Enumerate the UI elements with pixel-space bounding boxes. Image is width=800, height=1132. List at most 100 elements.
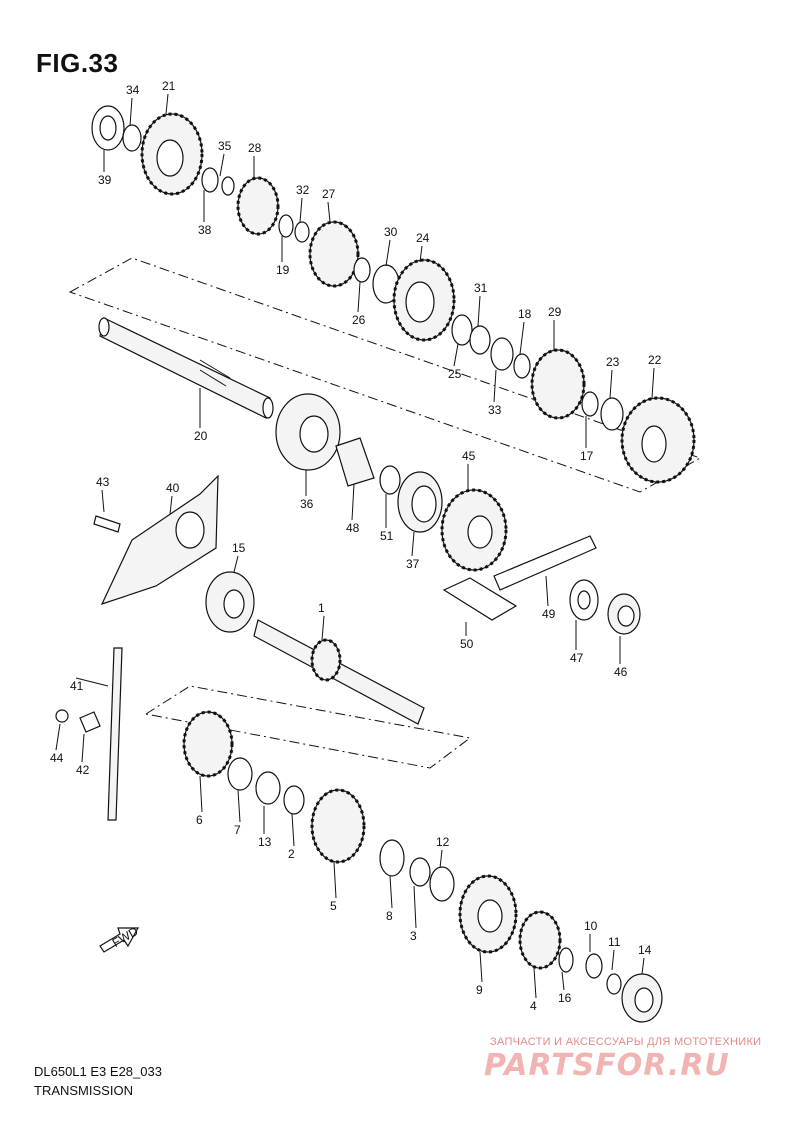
figure-caption: TRANSMISSION bbox=[34, 1083, 133, 1098]
callout-leader-26 bbox=[357, 281, 361, 313]
callout-leader-27 bbox=[327, 201, 331, 223]
callout-26: 26 bbox=[352, 313, 366, 327]
callout-leader-31 bbox=[477, 295, 481, 327]
callout-29: 29 bbox=[548, 305, 562, 319]
countershaft-boundary bbox=[68, 257, 702, 493]
callout-leader-4 bbox=[533, 967, 537, 999]
callout-15: 15 bbox=[232, 541, 246, 555]
callout-36: 36 bbox=[300, 497, 314, 511]
callout-43: 43 bbox=[96, 475, 110, 489]
countershaft-gears bbox=[91, 105, 696, 484]
callout-20: 20 bbox=[194, 429, 208, 443]
driveshaft-gears bbox=[182, 710, 663, 1023]
output-bearing-group bbox=[275, 393, 443, 533]
callout-19: 19 bbox=[276, 263, 290, 277]
callout-38: 38 bbox=[198, 223, 212, 237]
callout-3: 3 bbox=[410, 929, 417, 943]
callout-leader-1 bbox=[321, 615, 325, 641]
callout-49: 49 bbox=[542, 607, 556, 621]
countershaft-20 bbox=[98, 317, 274, 419]
callout-17: 17 bbox=[580, 449, 594, 463]
callout-leader-35 bbox=[219, 153, 225, 177]
callout-2: 2 bbox=[288, 847, 295, 861]
callout-leader-18 bbox=[519, 321, 525, 355]
callout-1: 1 bbox=[318, 601, 325, 615]
callout-leader-11 bbox=[611, 949, 615, 971]
callout-leader-40 bbox=[169, 495, 173, 515]
callout-35: 35 bbox=[218, 139, 232, 153]
callout-11: 11 bbox=[608, 935, 621, 949]
callout-leader-48 bbox=[351, 483, 355, 521]
callout-leader-43 bbox=[101, 489, 105, 513]
callout-leader-3 bbox=[413, 885, 417, 929]
figure-code: DL650L1 E3 E28_033 bbox=[34, 1064, 162, 1079]
callout-leader-12 bbox=[439, 849, 443, 869]
callout-42: 42 bbox=[76, 763, 90, 777]
callout-24: 24 bbox=[416, 231, 430, 245]
callout-34: 34 bbox=[126, 83, 140, 97]
callout-leader-44 bbox=[55, 723, 61, 751]
callout-9: 9 bbox=[476, 983, 483, 997]
callout-28: 28 bbox=[248, 141, 262, 155]
callout-leader-34 bbox=[129, 97, 133, 127]
driveshaft-1 bbox=[205, 571, 425, 725]
callout-41: 41 bbox=[70, 679, 84, 693]
callout-50: 50 bbox=[460, 637, 474, 651]
callout-46: 46 bbox=[614, 665, 628, 679]
callout-27: 27 bbox=[322, 187, 336, 201]
watermark-logo: PARTSFOR.RU bbox=[484, 1048, 730, 1083]
callout-leader-5 bbox=[333, 861, 337, 899]
callout-37: 37 bbox=[406, 557, 420, 571]
callout-44: 44 bbox=[50, 751, 64, 765]
callout-7: 7 bbox=[234, 823, 241, 837]
callout-leader-37 bbox=[411, 531, 415, 557]
callout-4: 4 bbox=[530, 999, 537, 1013]
callout-leader-41 bbox=[75, 677, 109, 687]
figure-title: FIG.33 bbox=[36, 48, 119, 78]
sprocket-cover-plate-40 bbox=[93, 474, 219, 606]
callout-33: 33 bbox=[488, 403, 502, 417]
callout-48: 48 bbox=[346, 521, 360, 535]
callout-5: 5 bbox=[330, 899, 337, 913]
callout-6: 6 bbox=[196, 813, 203, 827]
driveshaft-boundary bbox=[144, 685, 472, 769]
callout-leader-15 bbox=[233, 555, 239, 573]
callout-8: 8 bbox=[386, 909, 393, 923]
callout-leader-8 bbox=[389, 875, 393, 909]
callout-leader-6 bbox=[199, 775, 203, 813]
drive-sprocket-45 bbox=[440, 488, 508, 572]
callout-leader-16 bbox=[561, 971, 565, 991]
callout-14: 14 bbox=[638, 943, 652, 957]
chain-group bbox=[442, 535, 641, 635]
callout-22: 22 bbox=[648, 353, 662, 367]
callout-51: 51 bbox=[380, 529, 394, 543]
callout-leader-32 bbox=[299, 197, 303, 223]
callout-leader-14 bbox=[641, 957, 645, 975]
callout-leader-9 bbox=[479, 951, 483, 983]
callout-10: 10 bbox=[584, 919, 598, 933]
callout-32: 32 bbox=[296, 183, 310, 197]
callout-leader-22 bbox=[651, 367, 655, 399]
callout-25: 25 bbox=[448, 367, 462, 381]
callout-leader-42 bbox=[81, 733, 85, 763]
callout-40: 40 bbox=[166, 481, 180, 495]
gearshift-rod-41 bbox=[55, 647, 123, 821]
callout-leader-25 bbox=[453, 343, 459, 367]
callout-47: 47 bbox=[570, 651, 584, 665]
callout-leader-33 bbox=[493, 369, 497, 403]
callout-leader-49 bbox=[545, 575, 549, 607]
callout-30: 30 bbox=[384, 225, 398, 239]
callout-45: 45 bbox=[462, 449, 476, 463]
callout-39: 39 bbox=[98, 173, 112, 187]
callout-leader-24 bbox=[419, 245, 423, 263]
callout-13: 13 bbox=[258, 835, 272, 849]
callout-leader-7 bbox=[237, 789, 241, 823]
callout-23: 23 bbox=[606, 355, 620, 369]
watermark-tagline: ЗАПЧАСТИ И АКСЕССУАРЫ ДЛЯ МОТОТЕХНИКИ bbox=[490, 1036, 762, 1048]
callout-layer: 1234567891011121314151617181920212223242… bbox=[50, 79, 662, 1013]
callout-21: 21 bbox=[162, 79, 176, 93]
callout-leader-30 bbox=[385, 239, 391, 267]
callout-12: 12 bbox=[436, 835, 450, 849]
